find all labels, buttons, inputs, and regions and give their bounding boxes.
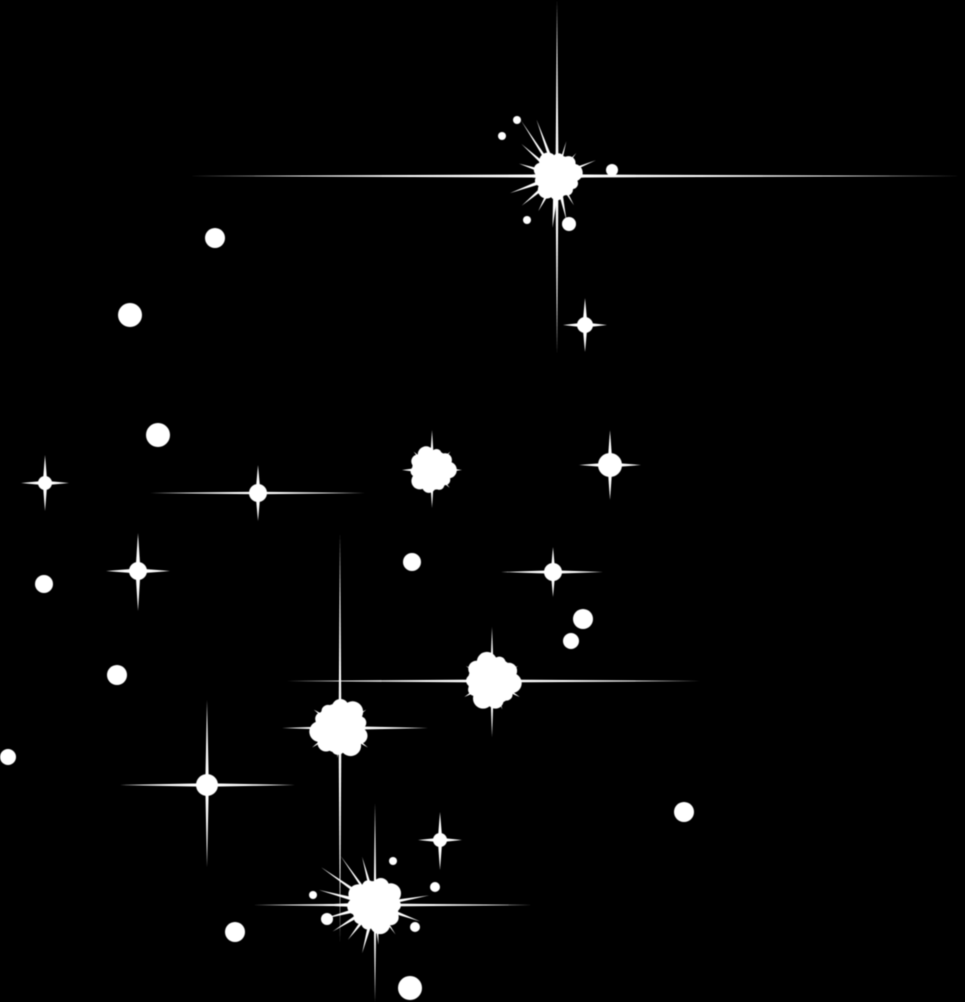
starfield-canvas (0, 0, 961, 1002)
starfield-svg (0, 0, 961, 1002)
